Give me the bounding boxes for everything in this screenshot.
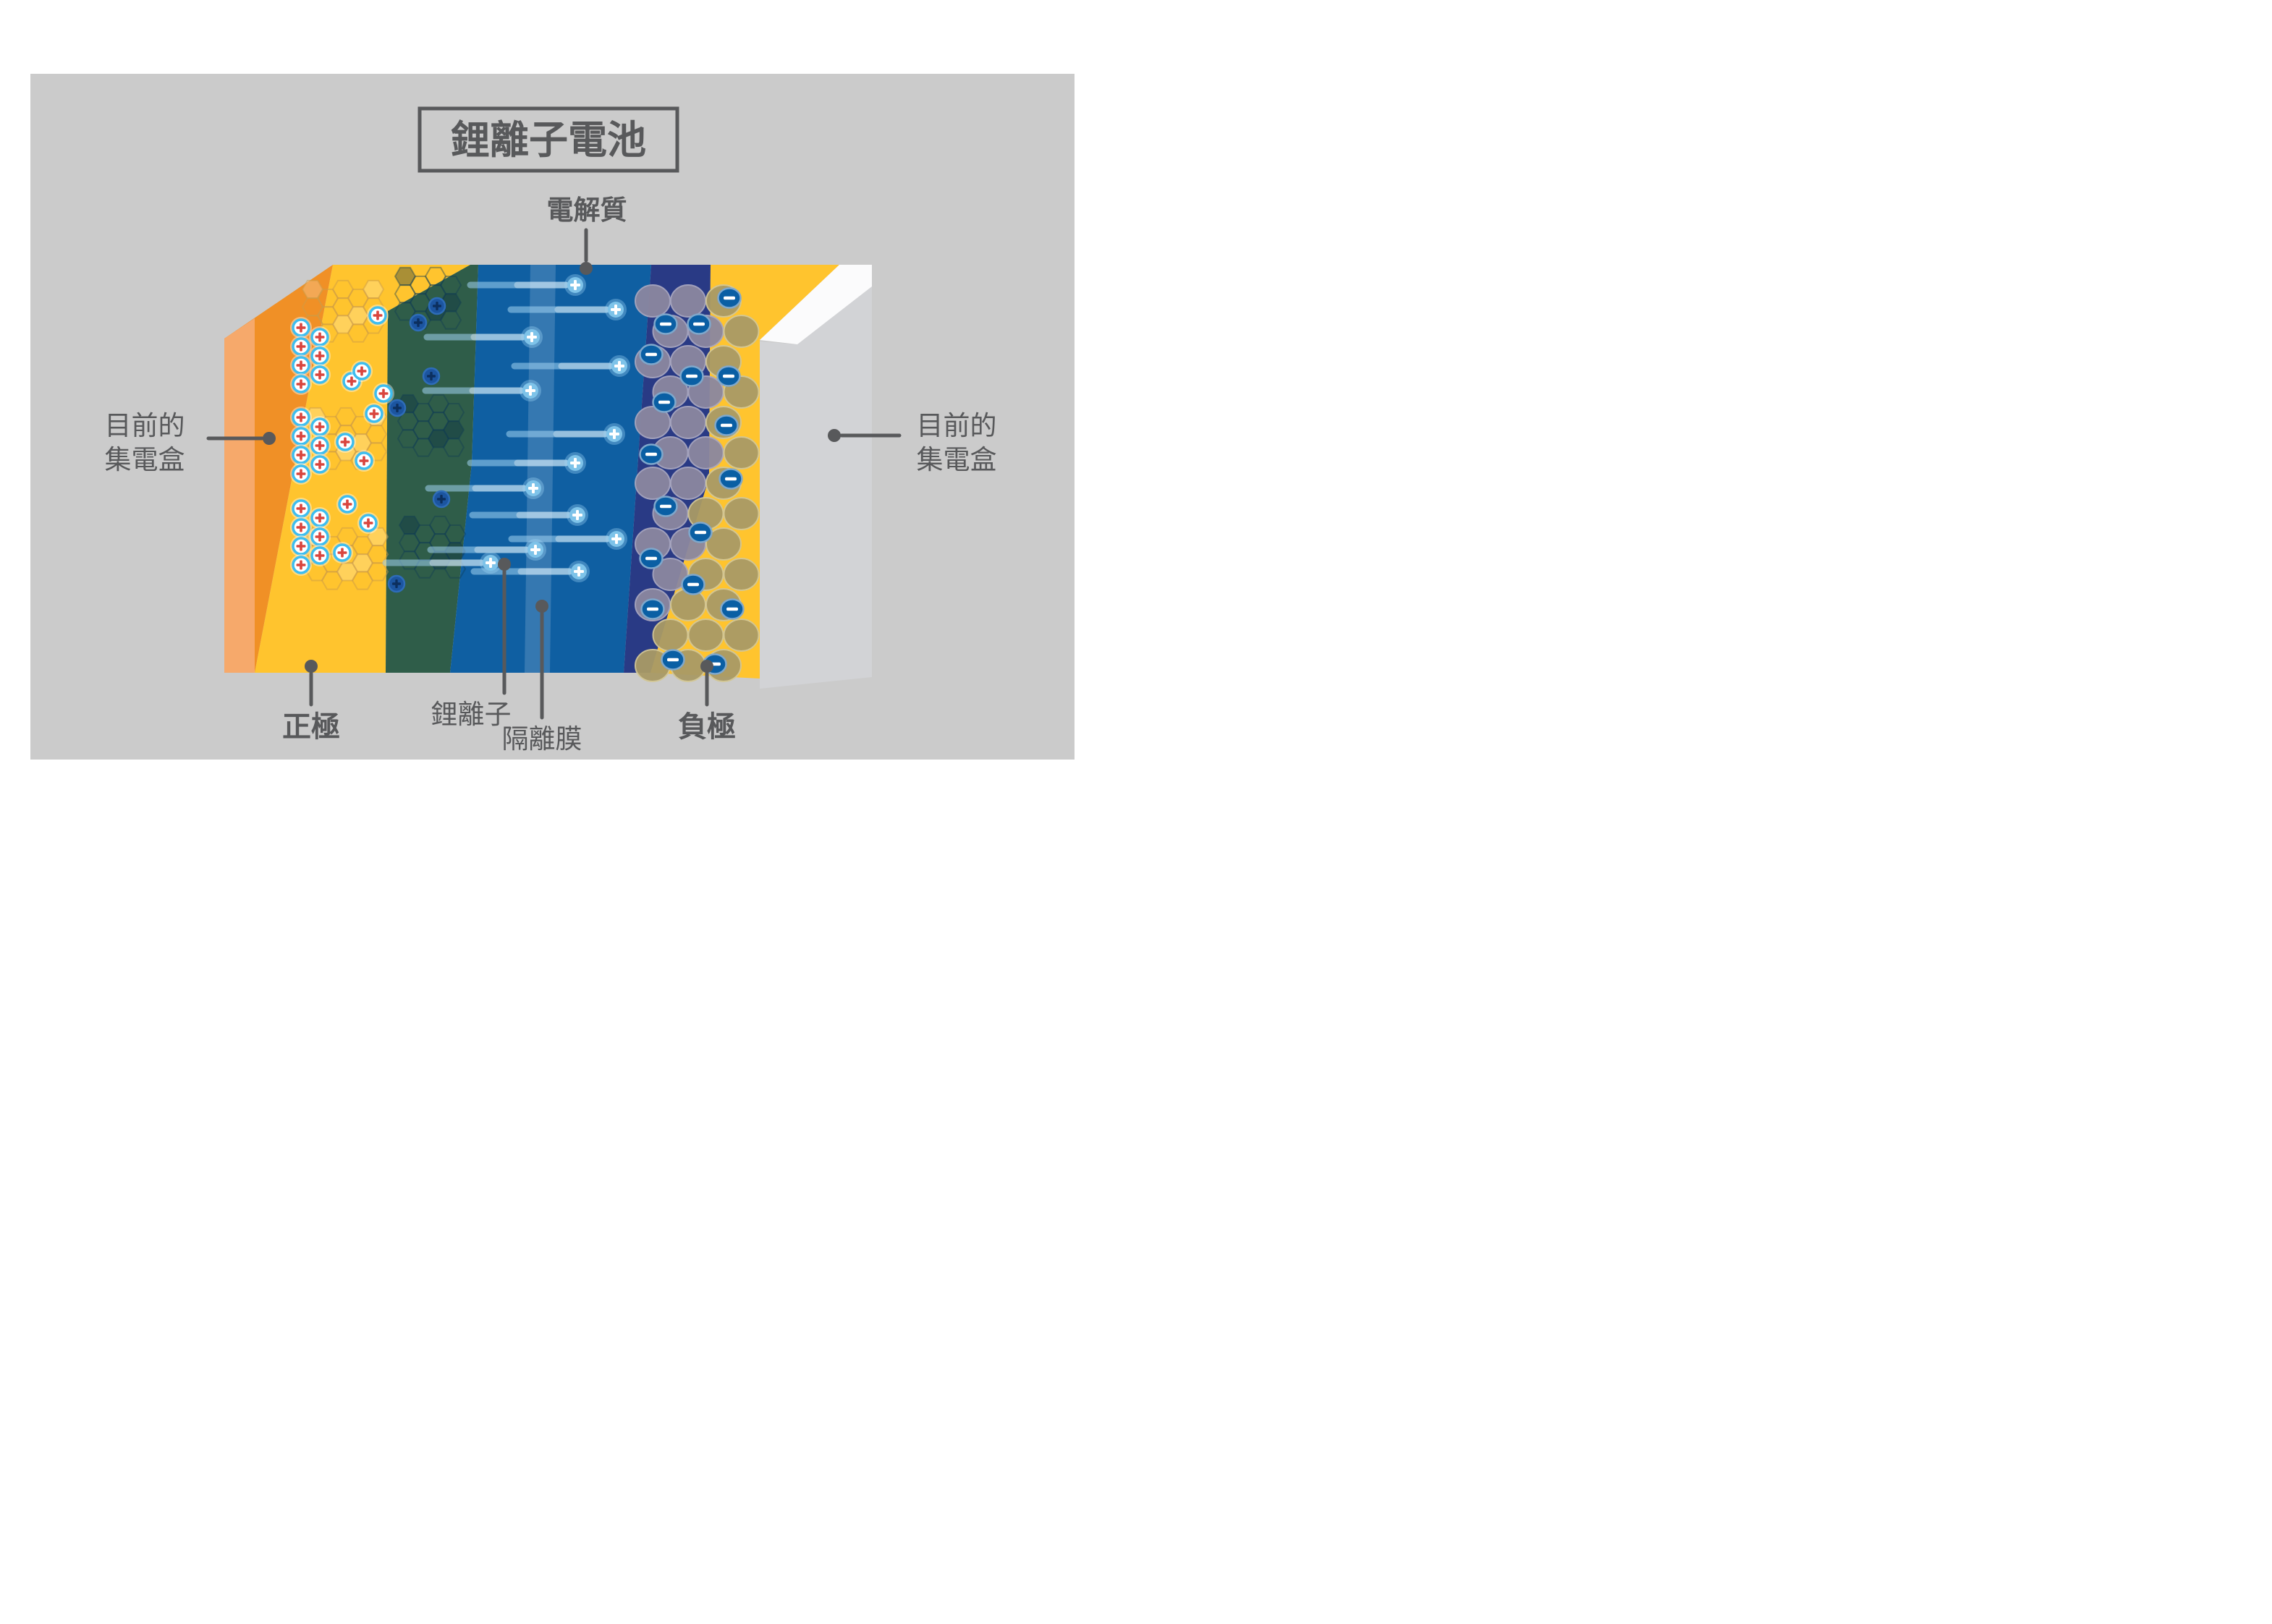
anode-leader-dot [700,660,713,673]
left-collector-label-line1: 目前的 [105,411,185,441]
annotations: 電解質 目前的 集電盒 目前的 集電盒 正極 鋰離子 隔離膜 負極 [105,195,997,754]
title-box [417,106,679,173]
battery-diagram: 鋰離子電池 電解質 目前的 集電盒 目前的 集電盒 正極 鋰離子 隔離膜 負極 [30,74,1074,760]
anode-collector-top-face [760,265,872,344]
page-title: 鋰離子電池 [451,119,646,162]
right-collector-leader-dot [828,429,841,442]
lithium-ion-label: 鋰離子 [431,700,512,729]
anode-collector-front-face [760,286,872,689]
title-group: 鋰離子電池 [417,106,679,173]
ion-motion-trails [382,281,614,575]
separator-leader-dot [535,600,548,613]
electrolyte-label: 電解質 [547,195,627,225]
cathode-material-layer [386,265,478,673]
right-collector-label-line2: 集電盒 [917,445,997,475]
lithium-ion-leader-dot [498,558,511,571]
left-collector-leader-dot [263,432,276,445]
right-collector-label-line1: 目前的 [917,411,997,441]
left-collector-label-line2: 集電盒 [105,445,185,475]
anode-label: 負極 [678,711,736,743]
separator-label: 隔離膜 [502,724,582,754]
cathode-leader-dot [305,660,318,673]
lithium-ions [290,274,630,593]
infographic-page: 鋰離子電池 電解質 目前的 集電盒 目前的 集電盒 正極 鋰離子 隔離膜 負極 [0,0,1136,812]
electrolyte-leader-dot [580,262,593,275]
cathode-label: 正極 [282,711,340,743]
cathode-collector-side-face [224,318,255,673]
electron-minus-ions [639,287,745,675]
